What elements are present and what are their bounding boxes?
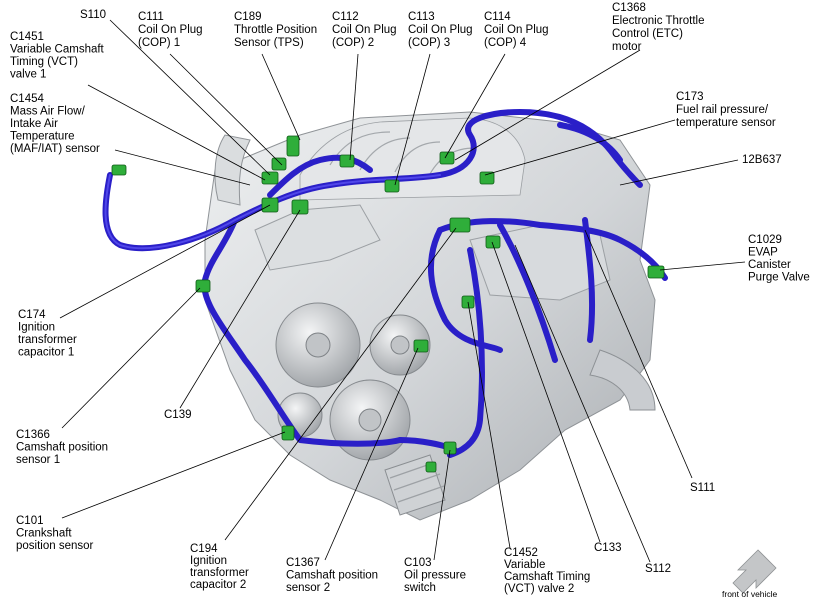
connector-c139: [291, 199, 309, 215]
svg-text:12B637: 12B637: [742, 154, 782, 166]
connector-c114: [439, 151, 455, 165]
connector-c1029: [647, 265, 665, 279]
orientation-indicator: front of vehicle: [722, 549, 778, 599]
svg-text:C133: C133: [594, 542, 622, 554]
svg-text:S111: S111: [690, 482, 715, 494]
connector-c111: [271, 157, 287, 171]
connector-c173: [479, 171, 495, 185]
connectors: [111, 135, 665, 473]
callout-c139: C139: [164, 409, 192, 421]
connector-c113: [384, 179, 400, 193]
callout-s110: S110: [80, 9, 106, 21]
connector-c1451: [261, 171, 279, 185]
callout-12b637: 12B637: [742, 154, 782, 166]
svg-text:C139: C139: [164, 409, 192, 421]
connector-c101: [281, 425, 295, 441]
connector-oil: [425, 461, 437, 473]
connector-c189: [286, 135, 300, 157]
connector-c1454: [111, 164, 127, 176]
orientation-label: front of vehicle: [722, 589, 778, 599]
svg-text:S112: S112: [645, 563, 671, 575]
arrow-icon: [732, 549, 777, 594]
leader-lines: [59, 19, 746, 563]
connector-c1367: [413, 339, 429, 353]
connector-c112: [339, 154, 355, 168]
callout-s111: S111: [690, 482, 715, 494]
connector-c133: [485, 235, 501, 249]
callout-c133: C133: [594, 542, 622, 554]
callout-s112: S112: [645, 563, 671, 575]
connector-c103: [443, 441, 457, 455]
connector-c194: [449, 217, 471, 233]
wiring-harness: [102, 109, 668, 458]
svg-text:S110: S110: [80, 9, 106, 21]
